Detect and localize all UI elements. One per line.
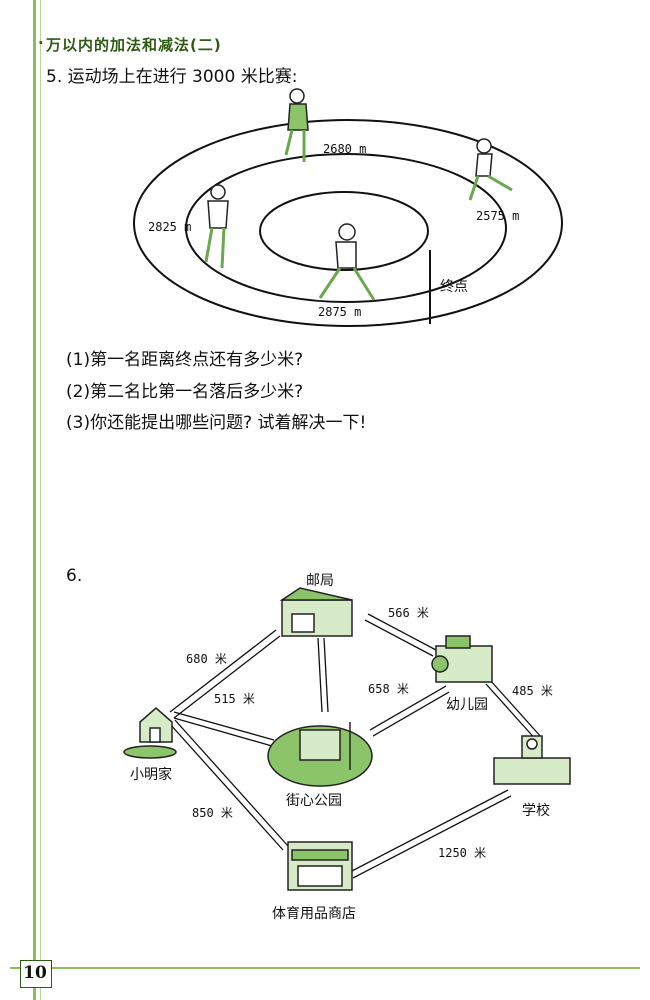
distance-label: 2575 m (476, 209, 520, 223)
place-label-kindergarten: 幼儿园 (446, 697, 488, 713)
post-office-icon (279, 587, 353, 637)
distance-label: 515 米 (214, 692, 255, 706)
runner-icon (204, 184, 229, 269)
question-3: (3)你还能提出哪些问题? 试着解决一下! (66, 413, 367, 433)
page-number: 10 (23, 963, 47, 983)
kindergarten-icon (431, 635, 493, 683)
chapter-title: 万以内的加法和减法(二) (46, 36, 222, 54)
header-bullet: · (38, 34, 44, 52)
distance-label: 2875 m (318, 305, 362, 319)
place-label-store: 体育用品商店 (272, 906, 356, 922)
distance-label: 2680 m (323, 142, 367, 156)
track-inner (259, 191, 429, 271)
distance-label: 2825 m (148, 220, 192, 234)
distance-label: 566 米 (388, 606, 429, 620)
question-2: (2)第二名比第一名落后多少米? (66, 382, 304, 402)
problem-6-number: 6. (66, 566, 83, 586)
track-outer (133, 119, 563, 327)
runner-icon (468, 138, 513, 201)
finish-label: 终点 (440, 279, 468, 295)
place-label-post-office: 邮局 (306, 573, 334, 589)
distance-label: 658 米 (368, 682, 409, 696)
distance-label: 680 米 (186, 652, 227, 666)
distance-label: 1250 米 (438, 846, 487, 860)
margin-line-inner (40, 0, 41, 1000)
place-label-park: 街心公园 (286, 793, 342, 809)
track-middle (185, 153, 507, 303)
distance-label: 485 米 (512, 684, 553, 698)
runner-icon (318, 223, 376, 301)
footer-rule (10, 967, 640, 969)
house-icon (123, 707, 177, 759)
store-icon (287, 841, 353, 891)
margin-line (33, 0, 36, 1000)
place-label-school: 学校 (522, 803, 550, 819)
place-label-home: 小明家 (130, 767, 172, 783)
page-number-box (20, 960, 52, 988)
question-1: (1)第一名距离终点还有多少米? (66, 350, 304, 370)
problem-5-prompt: 5. 运动场上在进行 3000 米比赛: (46, 67, 298, 87)
runner-icon (284, 88, 309, 162)
school-icon (493, 735, 571, 785)
park-icon (267, 722, 373, 787)
distance-label: 850 米 (192, 806, 233, 820)
